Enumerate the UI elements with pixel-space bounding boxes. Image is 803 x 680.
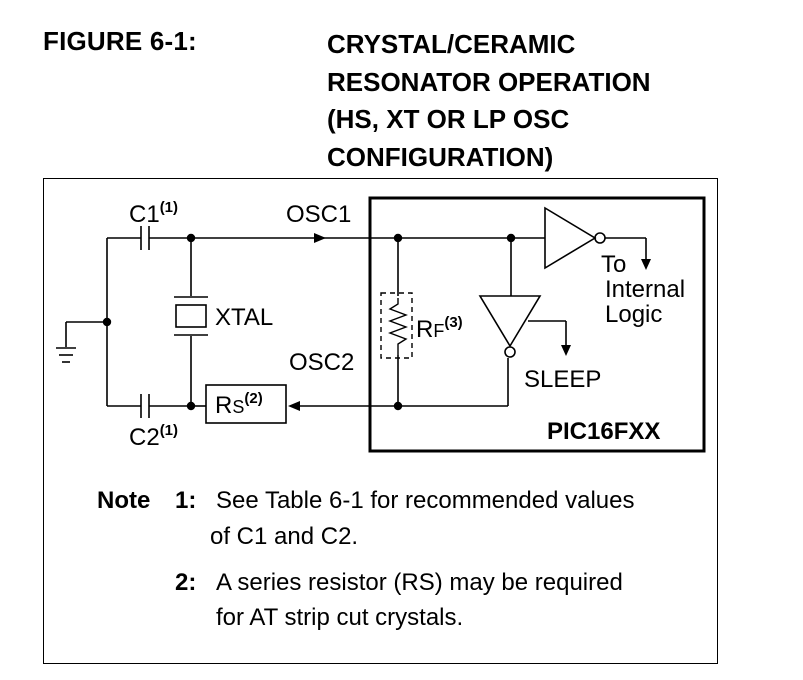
to-internal-label: To bbox=[601, 251, 626, 278]
figure-title-line: RESONATOR OPERATION bbox=[327, 66, 651, 97]
junction-dot bbox=[506, 233, 516, 243]
c1-label: C1(1) bbox=[129, 199, 178, 228]
c2-label: C2(1) bbox=[129, 422, 178, 451]
note-heading: Note bbox=[97, 487, 151, 514]
to-internal-label: Logic bbox=[605, 301, 662, 328]
chip-label: PIC16FXX bbox=[547, 418, 660, 445]
figure-title-line: CONFIGURATION) bbox=[327, 141, 554, 172]
sleep-label: SLEEP bbox=[524, 366, 601, 393]
feedback-inverter-bubble bbox=[504, 346, 516, 358]
rf-dashed-box bbox=[380, 292, 413, 359]
osc2-arrow-icon bbox=[288, 401, 300, 411]
output-inverter bbox=[544, 206, 597, 270]
rs-label: RS(2) bbox=[215, 390, 263, 419]
junction-dot bbox=[186, 233, 196, 243]
figure-label: FIGURE 6-1: bbox=[43, 26, 197, 56]
sleep-arrow-icon bbox=[561, 345, 571, 356]
figure-title-line: CRYSTAL/CERAMIC bbox=[327, 29, 576, 59]
osc2-label: OSC2 bbox=[289, 349, 354, 376]
to-internal-label: Internal bbox=[605, 276, 685, 303]
feedback-inverter bbox=[478, 295, 542, 348]
c1-capacitor bbox=[107, 226, 191, 250]
osc1-arrow-icon bbox=[314, 233, 326, 243]
note-text: See Table 6-1 for recommended values bbox=[216, 487, 635, 514]
note-number: 2: bbox=[175, 569, 197, 596]
pic-chip-outline bbox=[368, 196, 706, 453]
figure-title: CRYSTAL/CERAMIC RESONATOR OPERATION (HS,… bbox=[327, 26, 651, 176]
note-number: 1: bbox=[175, 487, 197, 514]
junction-dot bbox=[186, 401, 196, 411]
figure-title-line: (HS, XT OR LP OSC bbox=[327, 104, 570, 134]
rf-label: RF(3) bbox=[416, 314, 463, 343]
c2-capacitor bbox=[107, 394, 191, 418]
note-text: for AT strip cut crystals. bbox=[216, 604, 464, 631]
xtal-label: XTAL bbox=[215, 304, 273, 331]
junction-dot bbox=[102, 317, 112, 327]
junction-dot bbox=[393, 233, 403, 243]
xtal-crystal bbox=[174, 238, 208, 406]
osc1-label: OSC1 bbox=[286, 201, 351, 228]
ground-symbol bbox=[56, 321, 107, 363]
figure-frame bbox=[43, 178, 718, 664]
to-internal-arrow-icon bbox=[641, 259, 651, 270]
note-text: A series resistor (RS) may be required bbox=[216, 569, 623, 596]
rf-resistor-zigzag bbox=[388, 298, 408, 355]
junction-dot bbox=[393, 401, 403, 411]
note-text: of C1 and C2. bbox=[210, 523, 359, 550]
